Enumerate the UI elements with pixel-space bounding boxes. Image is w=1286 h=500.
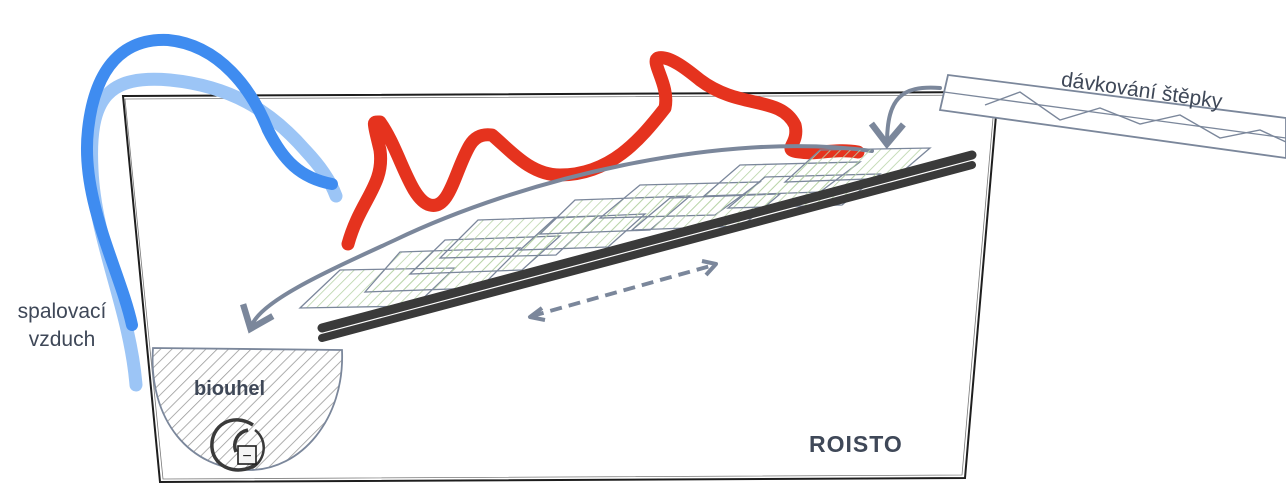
motor-symbol: − [242, 448, 251, 465]
grate-label: ROISTO [809, 431, 903, 457]
fuel-feed-auger [938, 74, 1286, 159]
combustion-air-label: spalovací vzduch [6, 298, 118, 354]
biochar-collector [151, 347, 343, 471]
combustion-air-label-line1: spalovací [17, 300, 107, 323]
biochar-label: biouhel [194, 378, 266, 400]
rotation-icon [210, 418, 265, 472]
flame [341, 51, 865, 251]
combustion-air-label-line2: vzduch [28, 328, 96, 351]
feed-drop-arrow [868, 85, 942, 150]
grate-bars [317, 150, 977, 342]
wood-chips [298, 147, 932, 309]
grate-motion-arrow [528, 259, 718, 322]
motor-icon [237, 445, 257, 465]
flue-gas-flow-arrow [240, 144, 874, 334]
combustion-air-hose [81, 33, 343, 392]
combustion-chamber [121, 90, 1000, 484]
